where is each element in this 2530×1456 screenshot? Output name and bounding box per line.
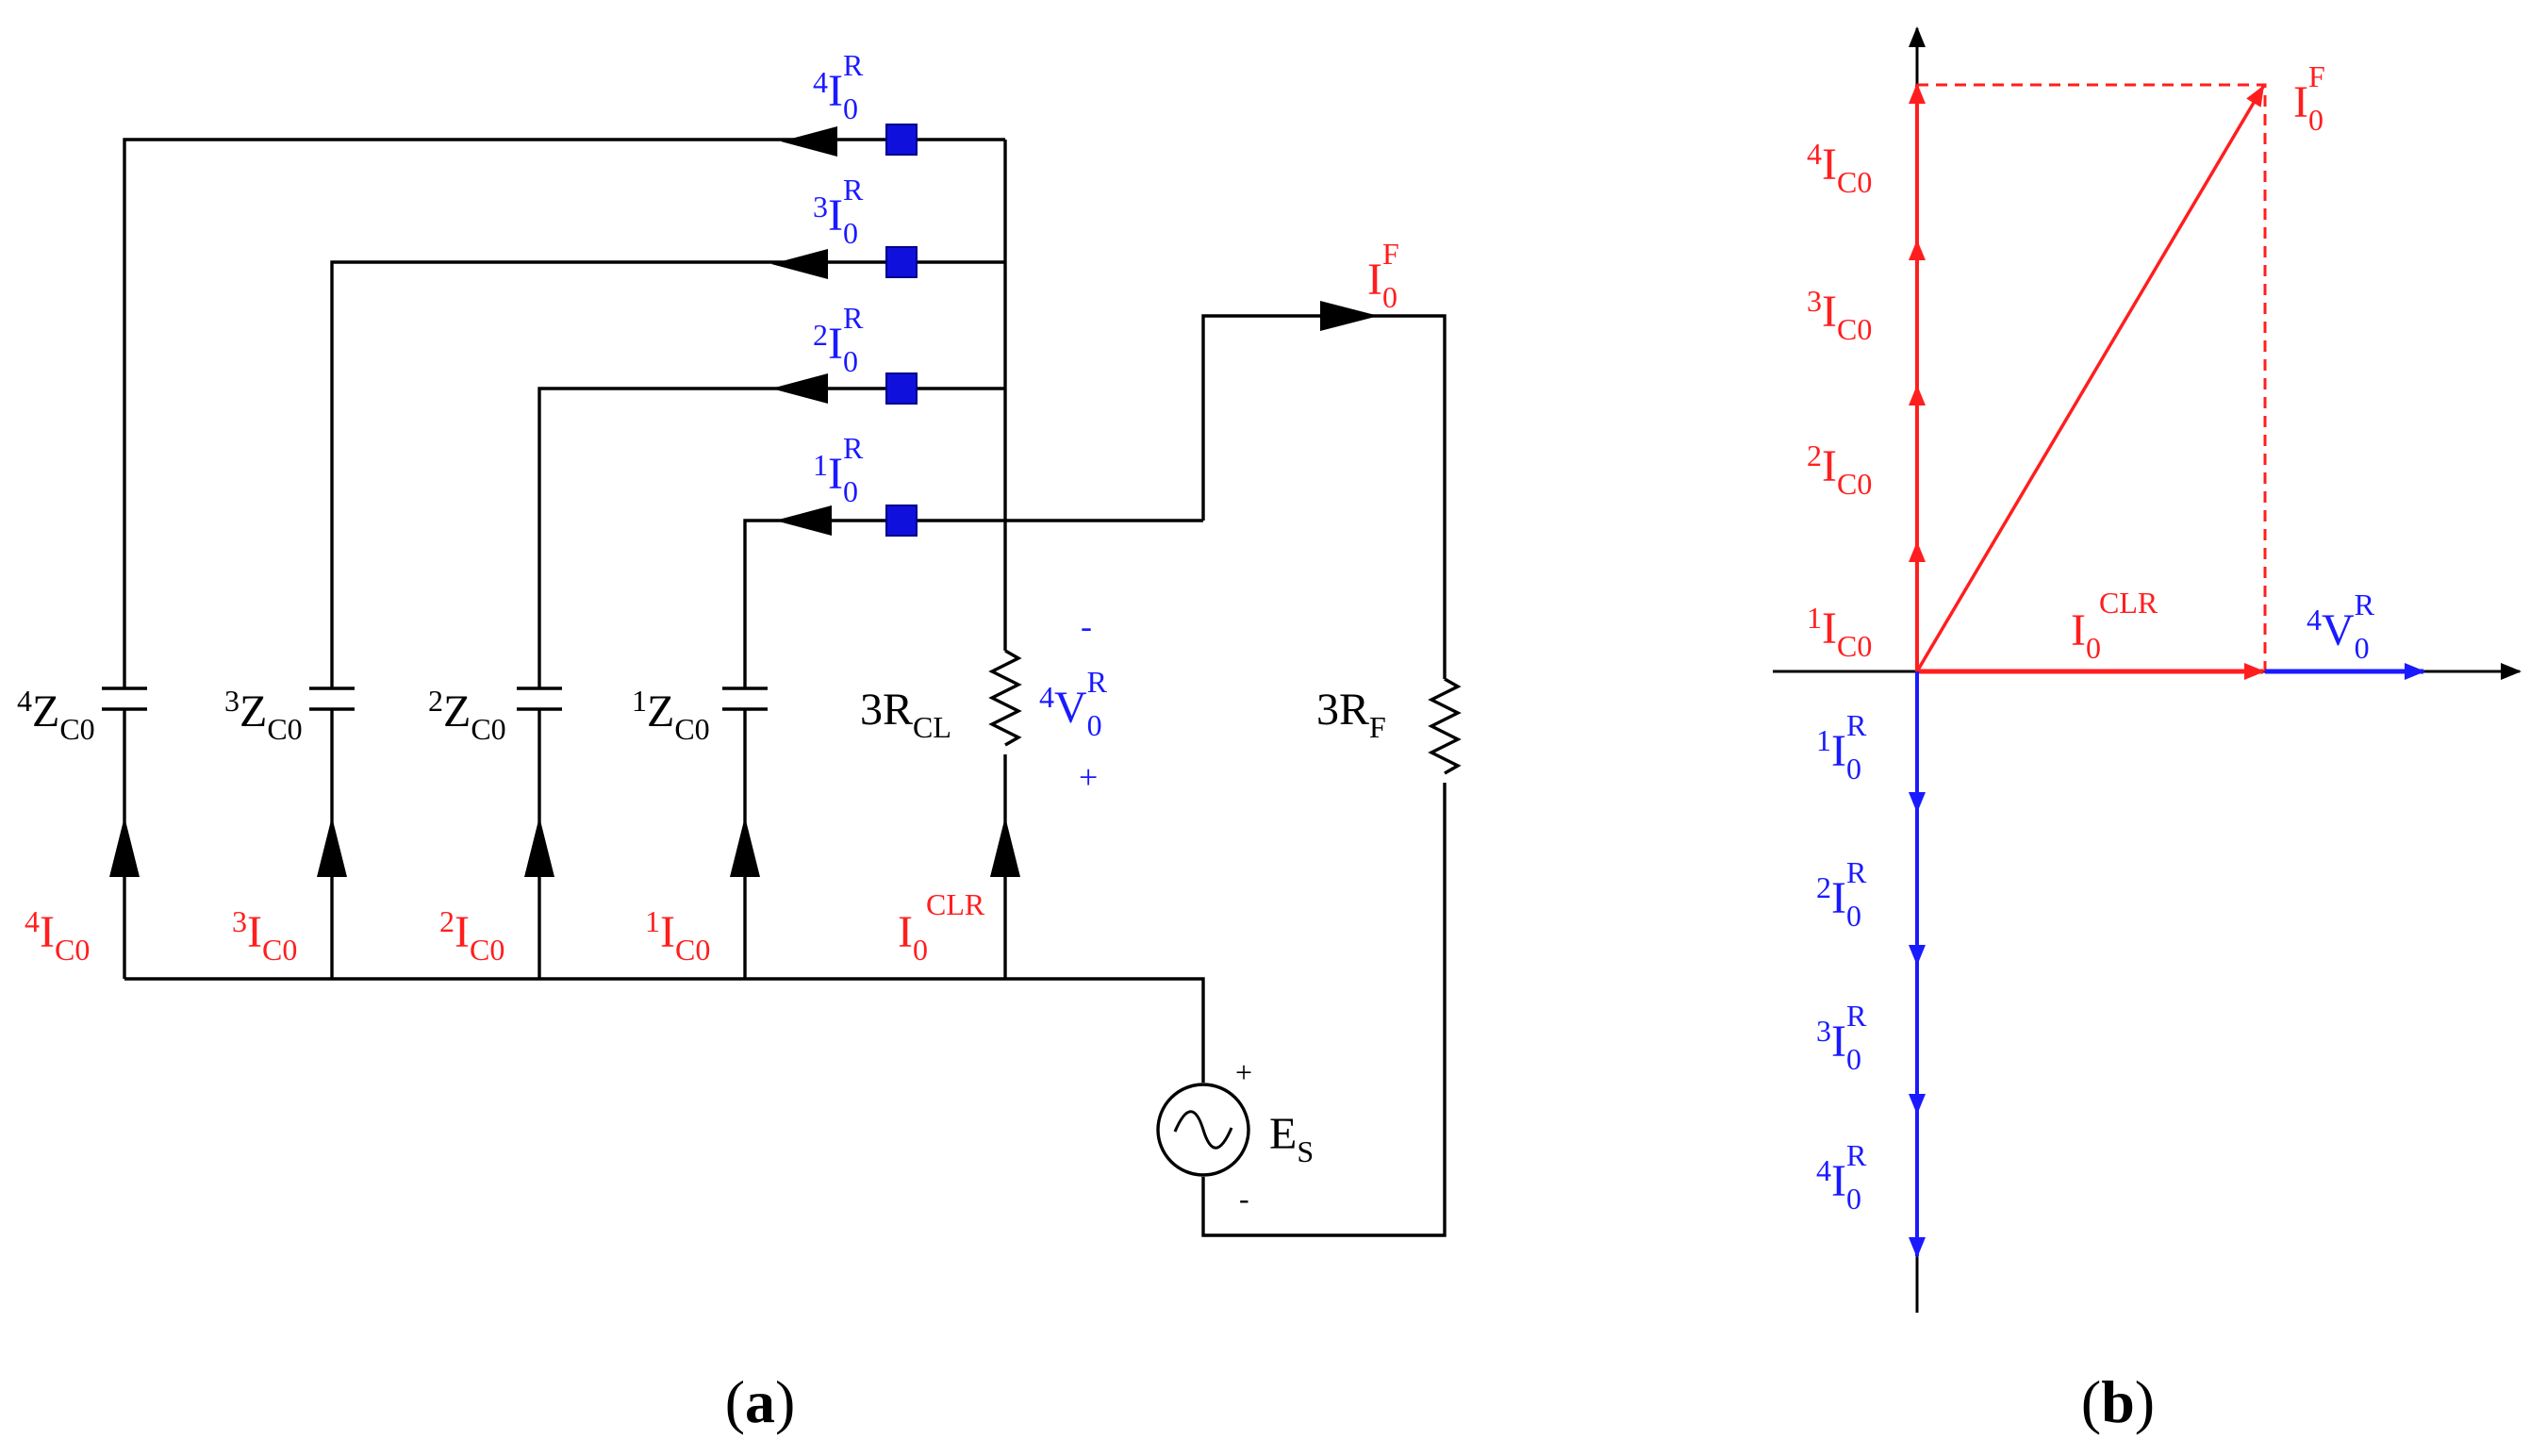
z-label-3: 3ZC0 bbox=[224, 684, 303, 746]
phasor-if-label: I0F bbox=[2293, 59, 2325, 137]
meter-4 bbox=[885, 124, 918, 156]
ir-label-3: 3I0R bbox=[813, 173, 864, 250]
feeder-4-wire bbox=[123, 138, 1005, 979]
phasor-ic-label-1: 1IC0 bbox=[1807, 601, 1872, 663]
capacitor-2 bbox=[517, 687, 562, 711]
v4-plus: + bbox=[1079, 758, 1098, 796]
ir-label-4: 4I0R bbox=[813, 48, 864, 125]
arrow-feeder-3 bbox=[771, 249, 828, 279]
z-label-4: 4ZC0 bbox=[17, 684, 95, 746]
meter-1 bbox=[885, 505, 918, 537]
fault-path-wire bbox=[1201, 314, 1447, 1237]
phasor-iclr-label: I0CLR bbox=[2071, 586, 2158, 665]
source-es bbox=[1156, 1083, 1250, 1177]
v4-minus: - bbox=[1081, 607, 1092, 645]
phasor-ic-label-4: 4IC0 bbox=[1807, 137, 1872, 199]
capacitor-4 bbox=[102, 687, 147, 711]
ic-label-3: 3IC0 bbox=[232, 904, 297, 967]
if-projection-dashed bbox=[1917, 83, 2267, 671]
ir-label-1: 1I0R bbox=[813, 431, 864, 508]
rcl-resistor bbox=[988, 649, 1022, 747]
caption-a: (a) bbox=[725, 1368, 796, 1435]
iclr-label: I0CLR bbox=[898, 887, 985, 967]
phasor-ir-label-1: 1I0R bbox=[1816, 708, 1867, 786]
arrow-fault bbox=[1320, 301, 1379, 331]
phasor-v4-label: 4V0R bbox=[2307, 587, 2375, 665]
rcl-label: 3RCL bbox=[860, 685, 951, 744]
arrow-iclr bbox=[990, 817, 1020, 877]
z-label-1: 1ZC0 bbox=[632, 684, 710, 746]
rf-label: 3RF bbox=[1316, 685, 1386, 744]
z-label-2: 2ZC0 bbox=[428, 684, 506, 746]
meter-3 bbox=[885, 246, 918, 278]
arrow-feeder-2 bbox=[771, 373, 828, 404]
meter-2 bbox=[885, 372, 918, 405]
phasor-ir-label-4: 4I0R bbox=[1816, 1138, 1867, 1216]
phasor-ic-label-2: 2IC0 bbox=[1807, 438, 1872, 501]
phasor-ic-label-3: 3IC0 bbox=[1807, 284, 1872, 346]
arrow-feeder-4 bbox=[781, 126, 837, 157]
if-phasor bbox=[1915, 85, 2265, 672]
rf-resistor bbox=[1428, 677, 1462, 775]
ir-label-2: 2I0R bbox=[813, 301, 864, 378]
arrow-ic-1 bbox=[730, 817, 760, 877]
if-label: I0F bbox=[1367, 237, 1399, 314]
arrow-feeder-1 bbox=[775, 505, 832, 536]
arrow-ic-2 bbox=[524, 817, 554, 877]
arrow-ic-4 bbox=[109, 817, 140, 877]
source-label: ES bbox=[1269, 1109, 1314, 1168]
circuit-diagram: 4I0R 3I0R 2I0R 1I0R 4ZC0 3ZC0 2ZC0 1ZC0 … bbox=[17, 48, 1462, 1435]
phasor-ir-label-2: 2I0R bbox=[1816, 855, 1867, 933]
phasor-ir-label-3: 3I0R bbox=[1816, 999, 1867, 1076]
bottom-bus bbox=[124, 977, 1205, 1083]
arrow-ic-3 bbox=[317, 817, 347, 877]
v4-label: 4V0R bbox=[1039, 665, 1108, 742]
source-plus: + bbox=[1235, 1055, 1252, 1089]
caption-b: (b) bbox=[2081, 1368, 2155, 1435]
capacitor-3 bbox=[309, 687, 355, 711]
ic-label-4: 4IC0 bbox=[25, 904, 90, 967]
ic-label-2: 2IC0 bbox=[439, 904, 504, 967]
feeder-3-wire bbox=[330, 260, 1005, 979]
source-minus: - bbox=[1239, 1182, 1249, 1216]
phasor-diagram: 1IC0 2IC0 3IC0 4IC0 1I0R 2I0R 3I0R 4I0R … bbox=[1773, 26, 2522, 1435]
ic-label-1: 1IC0 bbox=[645, 904, 710, 967]
capacitor-1 bbox=[722, 687, 768, 711]
